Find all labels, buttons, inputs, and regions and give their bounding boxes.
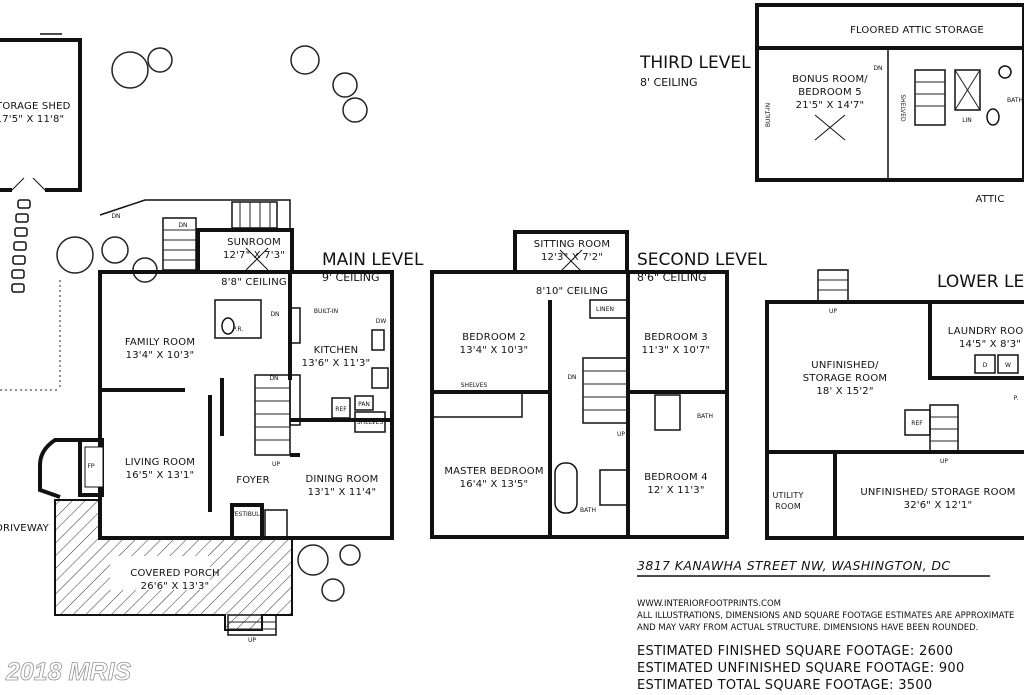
total-sqft: ESTIMATED TOTAL SQUARE FOOTAGE: 3500 <box>637 678 933 693</box>
shelves-label: SHELVES <box>357 419 384 426</box>
mris-watermark: 2018 MRIS <box>5 658 131 686</box>
deck-dn-label: DN <box>178 222 187 229</box>
sunroom-label: SUNROOM <box>227 237 281 248</box>
second-level-title: SECOND LEVEL <box>637 250 768 270</box>
storage-shed: STORAGE SHED 17'5" X 11'8" <box>0 33 82 192</box>
linen-label: LINEN <box>596 306 614 313</box>
shed-dims: 17'5" X 11'8" <box>0 114 64 125</box>
bedroom2-label: BEDROOM 2 <box>462 332 526 343</box>
third-level-ceiling: 8' CEILING <box>640 76 698 89</box>
exterior-up-label: UP <box>829 308 837 315</box>
sitting-room-label: SITTING ROOM <box>534 239 610 250</box>
third-dn-label: DN <box>873 65 882 72</box>
living-room-dims: 16'5" X 13'1" <box>126 470 195 481</box>
unfinished1-label-2: STORAGE ROOM <box>803 373 888 384</box>
unfinished2-dims: 32'6" X 12'1" <box>904 500 973 511</box>
deck-dn2-label: DN <box>111 213 120 220</box>
finished-sqft: ESTIMATED FINISHED SQUARE FOOTAGE: 2600 <box>637 644 953 659</box>
third-built-in-label: BUILT-IN <box>765 103 772 127</box>
shed-label: STORAGE SHED <box>0 101 71 112</box>
disclaimer-line-1: ALL ILLUSTRATIONS, DIMENSIONS AND SQUARE… <box>637 611 1014 621</box>
shelves2-label: SHELVES <box>461 382 488 389</box>
laundry-room-label: LAUNDRY ROOM <box>948 326 1024 337</box>
lower-level-title: LOWER LEVEL <box>937 272 1024 292</box>
sunroom-ceiling: 8'8" CEILING <box>221 277 287 288</box>
family-room-dims: 13'4" X 10'3" <box>126 350 195 361</box>
main-level-ceiling: 9' CEILING <box>322 271 380 284</box>
attic-storage-label: FLOORED ATTIC STORAGE <box>850 25 984 36</box>
bedroom3-dims: 11'3" X 10'7" <box>642 345 711 356</box>
main-level-title: MAIN LEVEL <box>322 250 424 270</box>
washer-label: W <box>1005 362 1011 369</box>
bonus-room-label-2: BEDROOM 5 <box>798 87 862 98</box>
property-address: 3817 KANAWHA STREET NW, WASHINGTON, DC <box>637 558 950 573</box>
master-bedroom-dims: 16'4" X 13'5" <box>460 479 529 490</box>
sitting-room-dims: 12'3" X 7'2" <box>541 252 603 263</box>
driveway-label: DRIVEWAY <box>0 523 50 534</box>
built-in-label: BUILT-IN <box>314 308 338 315</box>
master-bath-label: BATH <box>580 507 596 514</box>
bedroom2-dims: 13'4" X 10'3" <box>460 345 529 356</box>
main-dn2-label: DN <box>270 311 279 318</box>
trees <box>56 45 368 602</box>
utility-room-label-2: ROOM <box>775 502 801 511</box>
third-bath-label: BATH <box>1007 97 1023 104</box>
main-level-plan <box>38 199 394 636</box>
bedroom4-dims: 12' X 11'3" <box>647 485 704 496</box>
stepping-stones <box>11 199 31 293</box>
laundry-room-dims: 14'5" X 8'3" <box>959 339 1021 350</box>
dw-label: DW <box>376 318 387 325</box>
bonus-room-dims: 21'5" X 14'7" <box>796 100 865 111</box>
living-room-label: LIVING ROOM <box>125 457 195 468</box>
second-dn-label: DN <box>567 374 576 381</box>
vestibule-label: VESTIBULE <box>231 511 264 518</box>
sunroom-dims: 12'7" X 7'3" <box>223 250 285 261</box>
unfinished-sqft: ESTIMATED UNFINISHED SQUARE FOOTAGE: 900 <box>637 661 965 676</box>
ref-label: REF <box>335 406 347 413</box>
bedroom3-label: BEDROOM 3 <box>644 332 708 343</box>
shelved-label: SHELVED <box>899 94 906 122</box>
main-dn-label: DN <box>269 375 278 382</box>
pan-label: PAN <box>358 401 370 408</box>
attic-label: ATTIC <box>975 194 1004 205</box>
dining-room-label: DINING ROOM <box>305 474 378 485</box>
third-level-plan <box>755 3 1024 182</box>
sitting-room-ceiling: 8'10" CEILING <box>536 286 608 297</box>
kitchen-dims: 13'6" X 11'3" <box>302 358 371 369</box>
lower-pr-label: P. <box>1014 395 1019 402</box>
third-level-title: THIRD LEVEL <box>639 53 751 73</box>
utility-room-label-1: UTILITY <box>772 491 803 500</box>
lower-ref-label: REF <box>911 420 923 427</box>
unfinished1-label-1: UNFINISHED/ <box>811 360 879 371</box>
second-level-plan <box>430 230 729 539</box>
unfinished2-label: UNFINISHED/ STORAGE ROOM <box>860 487 1015 498</box>
kitchen-label: KITCHEN <box>314 345 359 356</box>
dining-room-dims: 13'1" X 11'4" <box>308 487 377 498</box>
powder-room-label: P.R. <box>233 326 244 333</box>
porch-up-label: UP <box>248 637 256 644</box>
main-up-label: UP <box>272 461 280 468</box>
covered-porch-label: COVERED PORCH <box>130 568 219 579</box>
second-level-ceiling: 8'6" CEILING <box>637 271 707 284</box>
unfinished1-dims: 18' X 15'2" <box>816 386 873 397</box>
bonus-room-label-1: BONUS ROOM/ <box>792 74 868 85</box>
third-lin-label: LIN <box>962 117 972 124</box>
bath2-label: BATH <box>697 413 713 420</box>
foyer-label: FOYER <box>236 475 269 486</box>
second-up-label: UP <box>617 431 625 438</box>
disclaimer-line-2: AND MAY VARY FROM ACTUAL STRUCTURE. DIME… <box>637 623 978 633</box>
covered-porch-dims: 26'6" X 13'3" <box>141 581 210 592</box>
family-room-label: FAMILY ROOM <box>125 337 195 348</box>
lower-level-plan <box>765 269 1024 540</box>
fireplace-label: FP <box>87 463 94 470</box>
master-bedroom-label: MASTER BEDROOM <box>444 466 543 477</box>
bedroom4-label: BEDROOM 4 <box>644 472 708 483</box>
lower-up-label: UP <box>940 458 948 465</box>
dryer-label: D <box>983 362 988 369</box>
website-text: WWW.INTERIORFOOTPRINTS.COM <box>637 599 781 609</box>
